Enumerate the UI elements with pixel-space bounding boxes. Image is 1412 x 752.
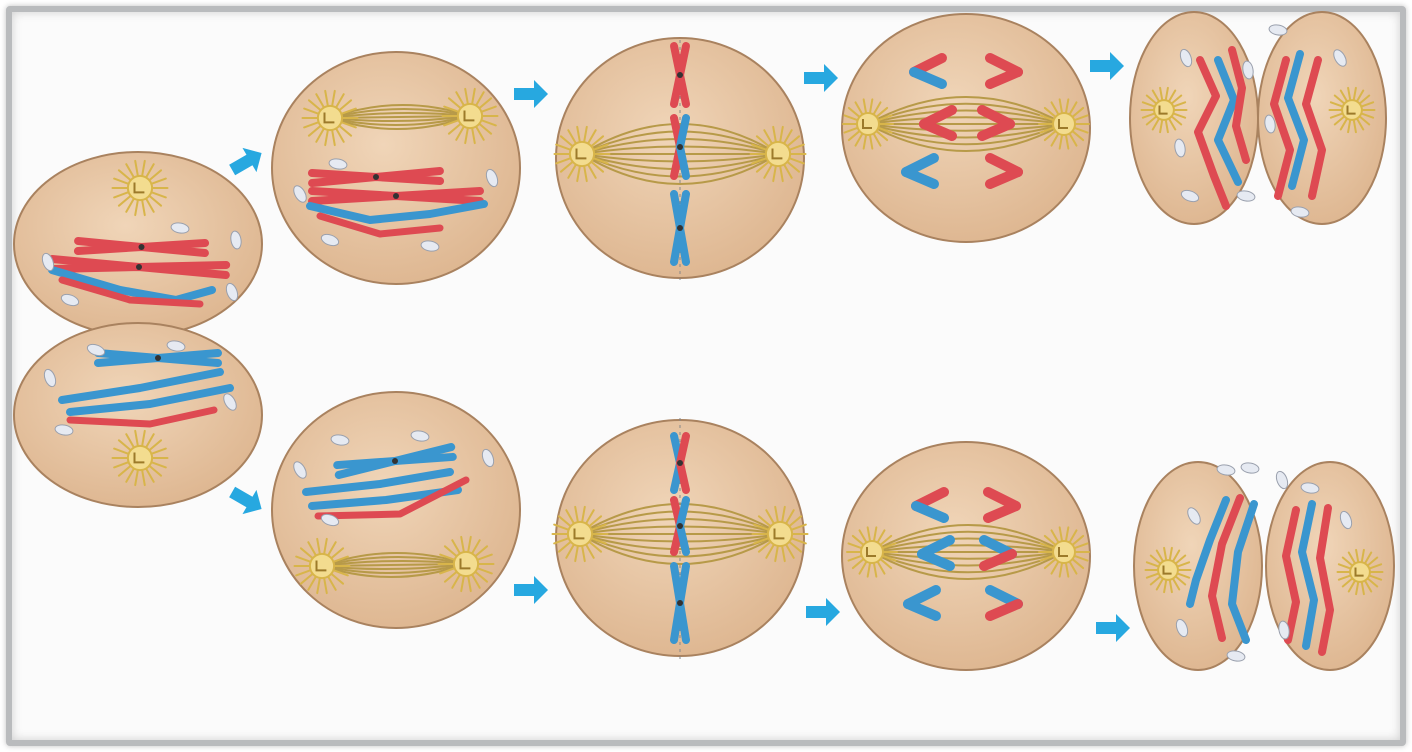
nuclear-envelope-fragment	[1226, 650, 1245, 663]
centriole-pair	[1053, 113, 1075, 135]
centriole-pair	[310, 554, 334, 578]
cell-bottom-prophase	[272, 392, 520, 628]
centriole-pair	[1158, 560, 1178, 580]
centriole-pair	[861, 541, 883, 563]
centromere	[677, 523, 683, 529]
parent-lower-cell	[14, 323, 262, 507]
cell-top-anaphase	[842, 14, 1090, 242]
centromere	[373, 174, 379, 180]
centromere	[155, 355, 161, 361]
centromere	[677, 460, 683, 466]
centromere	[677, 225, 683, 231]
arrow-right-icon	[1090, 52, 1124, 80]
chromosome-icon	[312, 191, 480, 201]
arrow-right-icon	[225, 480, 268, 521]
centriole-pair	[128, 446, 152, 470]
centromere	[393, 193, 399, 199]
arrow-right-icon	[804, 64, 838, 92]
centriole-pair	[1154, 100, 1174, 120]
centriole-pair	[458, 104, 482, 128]
arrow-right-icon	[806, 598, 840, 626]
centriole-pair	[570, 142, 594, 166]
cell-bottom-telophase	[1134, 462, 1394, 670]
centriole-pair	[1350, 562, 1370, 582]
nuclear-envelope-fragment	[1268, 24, 1287, 37]
nuclear-envelope-fragment	[1240, 462, 1259, 475]
centriole-pair	[128, 176, 152, 200]
cell-top-prophase	[272, 52, 520, 284]
arrow-right-icon	[514, 576, 548, 604]
centriole-pair	[1053, 541, 1075, 563]
chromosome-icon	[98, 353, 218, 363]
centromere	[136, 264, 142, 270]
centriole-pair	[454, 552, 478, 576]
cell-prophase	[272, 52, 520, 284]
centromere	[677, 600, 683, 606]
centriole-pair	[318, 106, 342, 130]
dividing-parent-cell	[14, 152, 262, 507]
arrow-right-icon	[1096, 614, 1130, 642]
centriole-pair	[857, 113, 879, 135]
centromere	[139, 244, 145, 250]
centriole-pair	[766, 142, 790, 166]
row-bottom	[272, 392, 1394, 670]
centriole-pair	[768, 522, 792, 546]
row-top	[272, 12, 1386, 284]
centromere	[677, 72, 683, 78]
centriole-pair	[1342, 100, 1362, 120]
centromere	[392, 458, 398, 464]
arrow-right-icon	[514, 80, 548, 108]
cell-top-metaphase	[555, 38, 806, 280]
arrow-right-icon	[225, 141, 268, 182]
cell-bottom-metaphase	[553, 418, 808, 660]
cell-prophase	[272, 392, 520, 628]
centriole-pair	[568, 522, 592, 546]
centromere	[677, 144, 683, 150]
nuclear-envelope-fragment	[1236, 190, 1255, 203]
cell-top-telophase	[1130, 12, 1386, 224]
cell-bottom-anaphase	[842, 442, 1090, 670]
